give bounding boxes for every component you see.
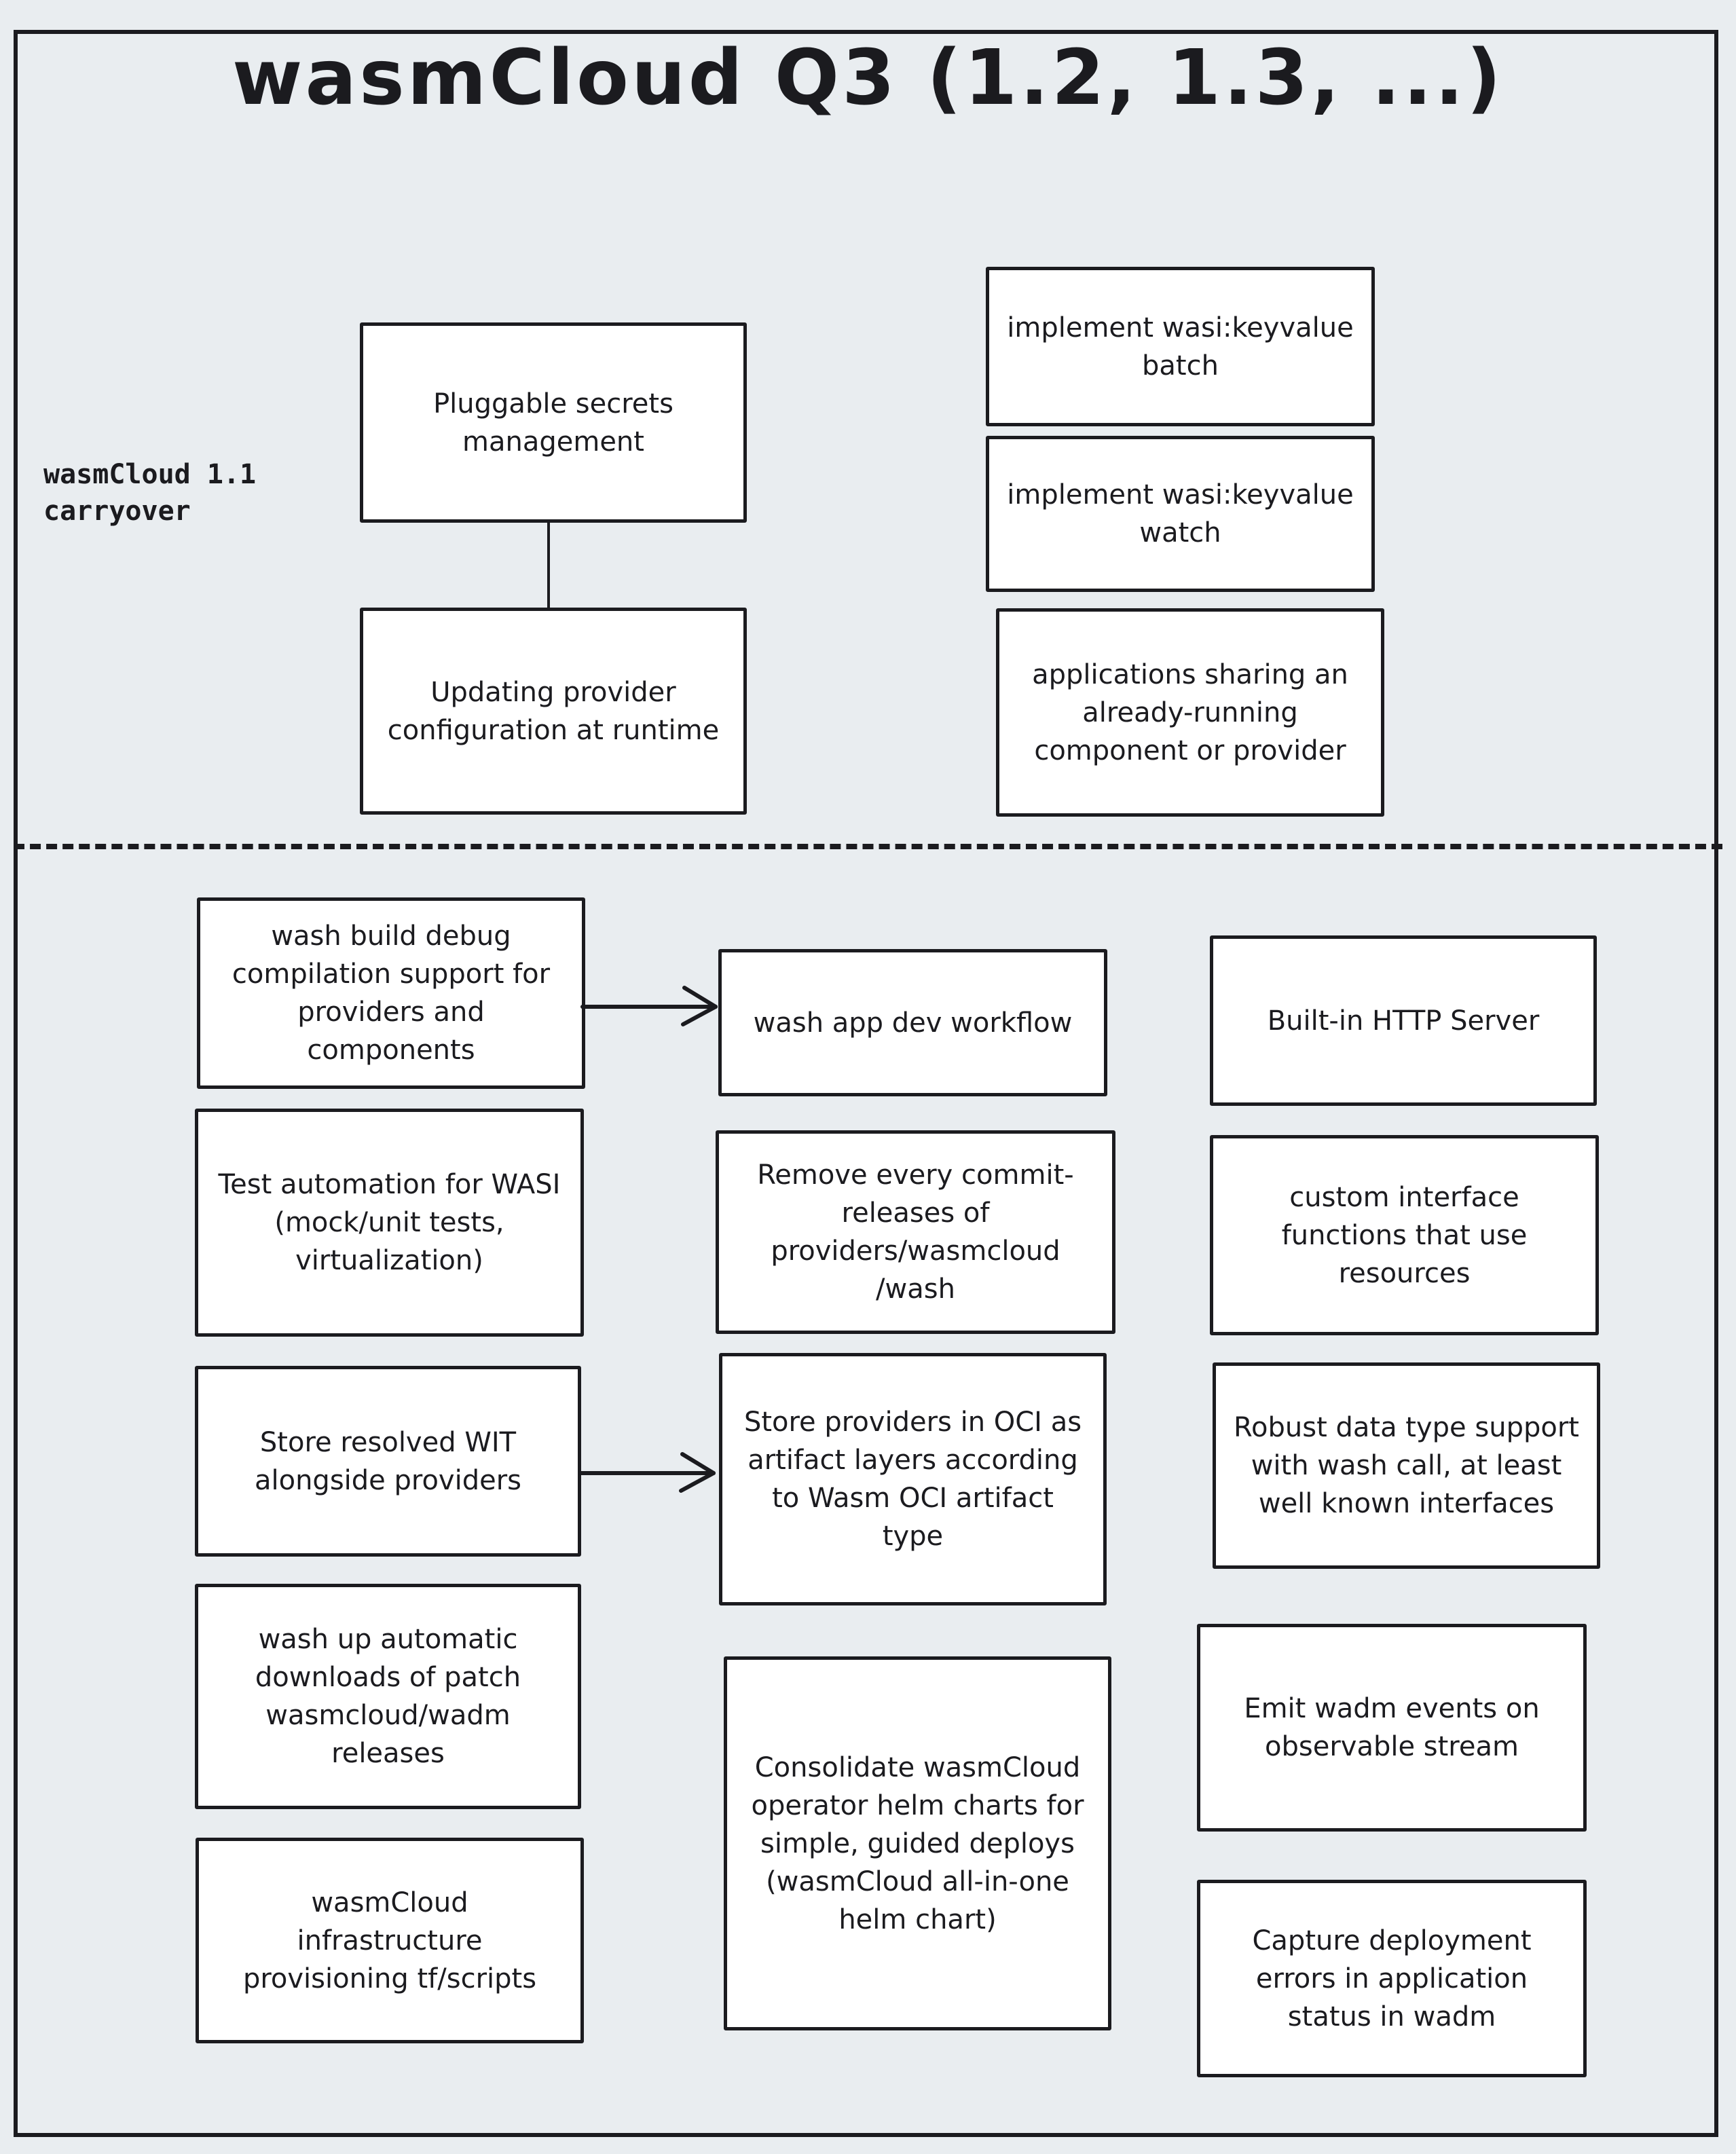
- box-infrastructure-provisioning: wasmCloud infrastructure provisioning tf…: [196, 1838, 584, 2043]
- box-updating-provider-config: Updating provider configuration at runti…: [360, 608, 747, 815]
- connector-pluggable-to-updating: [547, 523, 550, 608]
- diagram-title: wasmCloud Q3 (1.2, 1.3, ...): [232, 34, 1504, 122]
- box-consolidate-helm-charts: Consolidate wasmCloud operator helm char…: [724, 1656, 1111, 2030]
- outer-frame: [14, 30, 1718, 2137]
- box-test-automation-wasi: Test automation for WASI (mock/unit test…: [195, 1109, 584, 1337]
- carryover-note: wasmCloud 1.1 carryover: [43, 459, 257, 527]
- box-robust-data-type-support: Robust data type support with wash call,…: [1213, 1362, 1600, 1569]
- arrow-store-wit-to-store-oci: [578, 1452, 716, 1493]
- box-implement-keyvalue-batch: implement wasi:keyvalue batch: [986, 267, 1375, 426]
- box-capture-deployment-errors: Capture deployment errors in application…: [1197, 1880, 1587, 2077]
- box-custom-interface-functions: custom interface functions that use reso…: [1210, 1135, 1599, 1335]
- box-store-providers-oci: Store providers in OCI as artifact layer…: [719, 1353, 1107, 1605]
- section-separator-dashed-line: [14, 844, 1722, 849]
- box-store-resolved-wit: Store resolved WIT alongside providers: [195, 1366, 581, 1557]
- box-pluggable-secrets: Pluggable secrets management: [360, 322, 747, 523]
- box-applications-sharing: applications sharing an already-running …: [996, 608, 1384, 817]
- box-builtin-http-server: Built-in HTTP Server: [1210, 935, 1597, 1106]
- box-implement-keyvalue-watch: implement wasi:keyvalue watch: [986, 436, 1375, 592]
- box-remove-commit-releases: Remove every commit-releases of provider…: [716, 1130, 1115, 1334]
- box-emit-wadm-events: Emit wadm events on observable stream: [1197, 1624, 1587, 1832]
- box-wash-build-debug: wash build debug compilation support for…: [197, 897, 585, 1089]
- arrow-wash-build-to-wash-app-dev: [580, 986, 718, 1026]
- box-wash-app-dev-workflow: wash app dev workflow: [718, 949, 1107, 1096]
- box-wash-up-automatic-downloads: wash up automatic downloads of patch was…: [195, 1584, 581, 1809]
